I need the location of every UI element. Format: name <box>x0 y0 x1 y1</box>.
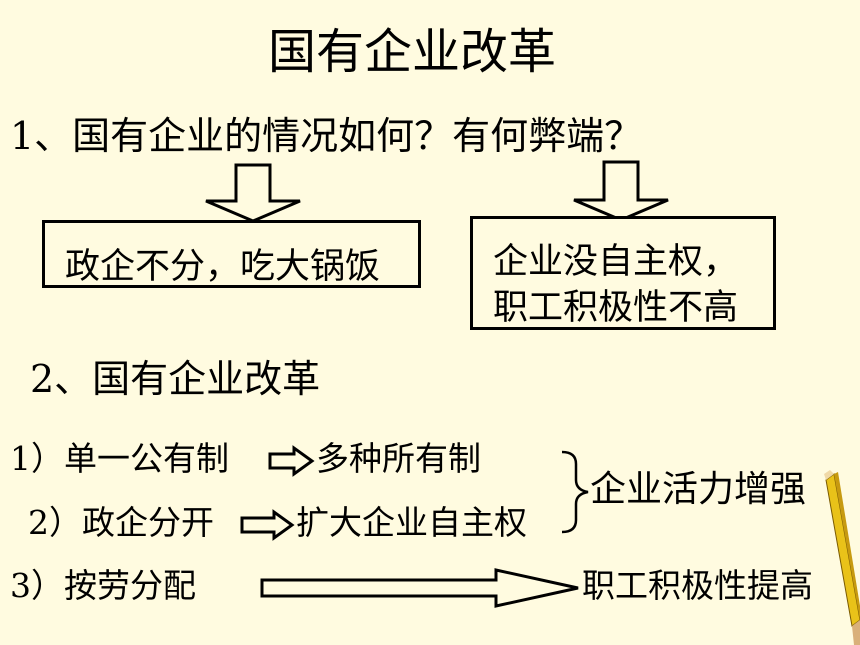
question-heading: 1、国有企业的情况如何？有何弊端？ <box>10 114 643 158</box>
summary-text: 企业活力增强 <box>590 469 807 510</box>
right-arrow-icon <box>268 445 315 477</box>
reform-item-3-left: 3）按劳分配 <box>10 566 196 605</box>
reform-item-2-left: 2）政企分开 <box>28 503 214 542</box>
curly-brace <box>561 450 589 534</box>
reform-item-2-right: 扩大企业自主权 <box>296 503 527 542</box>
drawback-box-1: 政企不分，吃大锅饭 <box>42 220 421 288</box>
reform-item-1-left: 1）单一公有制 <box>10 439 229 478</box>
drawback-text-line-1: 企业没自主权， <box>493 242 739 282</box>
section-heading: 2、国有企业改革 <box>30 357 321 401</box>
pencil-icon <box>824 470 860 645</box>
reform-item-3-right: 职工积极性提高 <box>582 566 813 605</box>
drawback-box-2: 企业没自主权， 职工积极性不高 <box>470 216 776 330</box>
drawback-text: 政企不分，吃大锅饭 <box>65 247 381 287</box>
long-right-arrow-icon <box>260 568 579 608</box>
reform-item-1-right: 多种所有制 <box>316 439 481 478</box>
drawback-text-line-2: 职工积极性不高 <box>493 288 739 328</box>
down-arrow-icon <box>205 163 301 223</box>
down-arrow-icon <box>573 160 669 222</box>
slide-title: 国有企业改革 <box>268 24 557 80</box>
right-arrow-icon <box>240 509 295 541</box>
